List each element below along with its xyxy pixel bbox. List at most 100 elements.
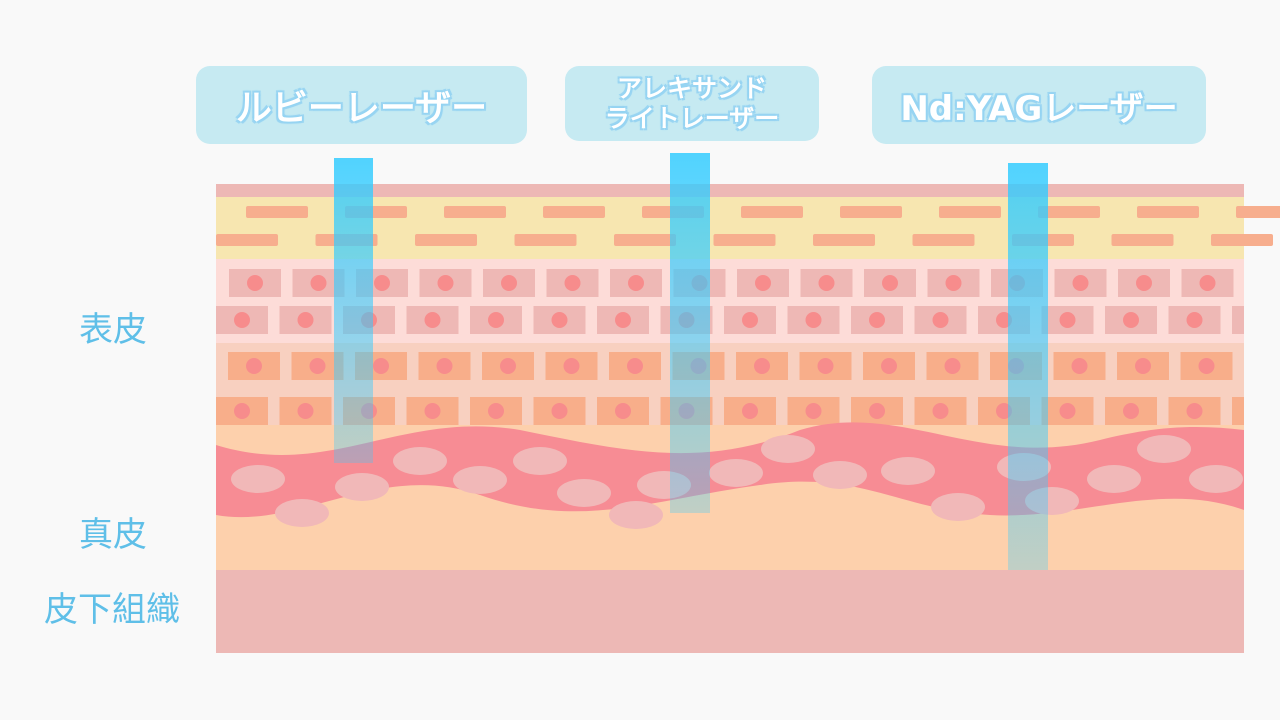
dermis-cell bbox=[709, 459, 763, 487]
dermis-label: 真皮 bbox=[79, 515, 147, 555]
cell-nucleus bbox=[755, 275, 771, 291]
cell-nucleus bbox=[488, 312, 504, 328]
cell-nucleus bbox=[551, 312, 568, 328]
cell-nucleus bbox=[944, 358, 961, 374]
cell-nucleus bbox=[297, 403, 314, 419]
cell-nucleus bbox=[564, 275, 581, 291]
granule-dash bbox=[1211, 234, 1273, 246]
cell-nucleus bbox=[310, 275, 327, 291]
label-line: Nd:YAGレーザー bbox=[900, 88, 1178, 129]
granule-dash bbox=[713, 234, 776, 246]
cell-nucleus bbox=[1059, 403, 1076, 419]
cell-nucleus bbox=[563, 358, 580, 374]
cell-nucleus bbox=[754, 358, 770, 374]
granule-dash bbox=[1236, 206, 1280, 218]
dermis-cell bbox=[813, 461, 867, 489]
label-line: ライトレーザー bbox=[604, 103, 780, 133]
cell-nucleus bbox=[869, 403, 885, 419]
cell-nucleus bbox=[501, 275, 517, 291]
granule-dash bbox=[216, 234, 278, 246]
granule-dash bbox=[1111, 234, 1174, 246]
cell-nucleus bbox=[1071, 358, 1088, 374]
cell-nucleus bbox=[615, 403, 631, 419]
cell-nucleus bbox=[500, 358, 516, 374]
epidermis-label: 表皮 bbox=[79, 310, 147, 350]
cell-nucleus bbox=[818, 275, 835, 291]
cell-nucleus bbox=[488, 403, 504, 419]
cell-nucleus bbox=[1059, 312, 1076, 328]
cell-nucleus bbox=[1186, 312, 1203, 328]
subcutaneous-label: 皮下組織 bbox=[44, 590, 180, 630]
cell-nucleus bbox=[869, 312, 885, 328]
granule-dash bbox=[444, 206, 506, 218]
dermis-cell bbox=[513, 447, 567, 475]
cell-nucleus bbox=[627, 358, 643, 374]
cell-nucleus bbox=[817, 358, 834, 374]
label-line: ルビーレーザー bbox=[235, 88, 488, 129]
cell-nucleus bbox=[234, 312, 250, 328]
cell-nucleus bbox=[424, 403, 441, 419]
granule-dash bbox=[415, 234, 477, 246]
dermis-cell bbox=[881, 457, 935, 485]
cell-nucleus bbox=[805, 403, 822, 419]
cell-nucleus bbox=[932, 403, 949, 419]
cell-nucleus bbox=[234, 403, 250, 419]
granule-dash bbox=[246, 206, 308, 218]
label-line: アレキサンド bbox=[616, 73, 767, 103]
cell-nucleus bbox=[309, 358, 326, 374]
granule-dash bbox=[1137, 206, 1199, 218]
dermis-cell bbox=[1189, 465, 1243, 493]
granule-dash bbox=[813, 234, 875, 246]
cell-nucleus bbox=[628, 275, 644, 291]
dermis-cell bbox=[453, 466, 507, 494]
skin-cell bbox=[1232, 306, 1244, 334]
cell-nucleus bbox=[1186, 403, 1203, 419]
granule-dash bbox=[912, 234, 975, 246]
cell-nucleus bbox=[932, 312, 949, 328]
ndyag-laser-beam bbox=[1008, 163, 1048, 570]
cell-nucleus bbox=[1198, 358, 1215, 374]
ruby-laser-beam bbox=[334, 158, 373, 463]
cell-nucleus bbox=[1123, 312, 1139, 328]
ndyag-laser-label: Nd:YAGレーザー bbox=[872, 66, 1206, 144]
dermis-cell bbox=[1137, 435, 1191, 463]
cell-nucleus bbox=[247, 275, 263, 291]
cell-nucleus bbox=[437, 275, 454, 291]
dermis-cell bbox=[335, 473, 389, 501]
alexandrite-laser-label: アレキサンド ライトレーザー bbox=[565, 66, 819, 141]
granule-dash bbox=[1038, 206, 1100, 218]
granule-dash bbox=[939, 206, 1001, 218]
cell-nucleus bbox=[297, 312, 314, 328]
dermis-cell bbox=[231, 465, 285, 493]
subcutaneous-tissue bbox=[216, 570, 1244, 653]
cell-nucleus bbox=[882, 275, 898, 291]
granule-dash bbox=[840, 206, 902, 218]
cell-nucleus bbox=[374, 275, 390, 291]
granule-dash bbox=[514, 234, 577, 246]
skin-cell bbox=[1232, 397, 1244, 425]
granule-dash bbox=[543, 206, 605, 218]
cell-nucleus bbox=[742, 403, 758, 419]
cell-nucleus bbox=[1136, 275, 1152, 291]
dermis-cell bbox=[275, 499, 329, 527]
cell-nucleus bbox=[246, 358, 262, 374]
granule-dash bbox=[741, 206, 803, 218]
cell-nucleus bbox=[551, 403, 568, 419]
alexandrite-laser-beam bbox=[670, 153, 710, 513]
dermis-cell bbox=[609, 501, 663, 529]
dermis-cell bbox=[557, 479, 611, 507]
dermis-cell bbox=[393, 447, 447, 475]
cell-nucleus bbox=[436, 358, 453, 374]
cell-nucleus bbox=[805, 312, 822, 328]
cell-nucleus bbox=[1123, 403, 1139, 419]
stratum-corneum bbox=[216, 184, 1244, 197]
cell-nucleus bbox=[615, 312, 631, 328]
cell-nucleus bbox=[373, 358, 389, 374]
cell-nucleus bbox=[1072, 275, 1089, 291]
cell-nucleus bbox=[945, 275, 962, 291]
cell-nucleus bbox=[424, 312, 441, 328]
dermis-cell bbox=[761, 435, 815, 463]
dermis-cell bbox=[1087, 465, 1141, 493]
cell-nucleus bbox=[742, 312, 758, 328]
